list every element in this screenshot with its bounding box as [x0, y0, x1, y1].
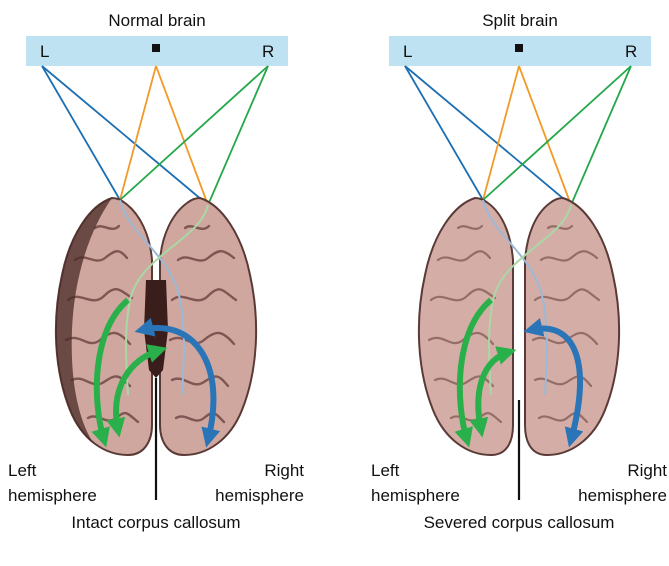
panel-normal-brain: Normal brain L R	[8, 11, 304, 532]
fixation-point	[515, 44, 523, 52]
right-hemisphere-label-line2: hemisphere	[578, 486, 667, 505]
right-hemisphere-label-line1: Right	[627, 461, 667, 480]
left-hemisphere-label-line1: Left	[8, 461, 37, 480]
ray-right-to-right-eye	[208, 66, 268, 205]
fixation-point	[152, 44, 160, 52]
ray-left-to-left-eye	[405, 66, 483, 200]
right-hemisphere-label-line2: hemisphere	[215, 486, 304, 505]
field-right-label: R	[262, 42, 274, 61]
ray-left-to-left-eye	[42, 66, 120, 200]
panel-title: Normal brain	[108, 11, 205, 30]
left-hemisphere-shape	[419, 198, 513, 455]
left-hemisphere-label-line1: Left	[371, 461, 400, 480]
ray-center-to-left-eye	[483, 66, 519, 200]
field-left-label: L	[403, 42, 412, 61]
right-hemisphere-label-line1: Right	[264, 461, 304, 480]
ray-center-to-left-eye	[120, 66, 156, 200]
panel-title: Split brain	[482, 11, 558, 30]
caption: Intact corpus callosum	[71, 513, 240, 532]
field-left-label: L	[40, 42, 49, 61]
caption: Severed corpus callosum	[424, 513, 615, 532]
field-right-label: R	[625, 42, 637, 61]
ray-right-to-left-eye	[483, 66, 631, 200]
left-hemisphere-label-line2: hemisphere	[8, 486, 97, 505]
ray-right-to-right-eye	[571, 66, 631, 205]
left-hemisphere-label-line2: hemisphere	[371, 486, 460, 505]
panel-split-brain: Split brain L R	[371, 11, 667, 532]
ray-right-to-left-eye	[120, 66, 268, 200]
